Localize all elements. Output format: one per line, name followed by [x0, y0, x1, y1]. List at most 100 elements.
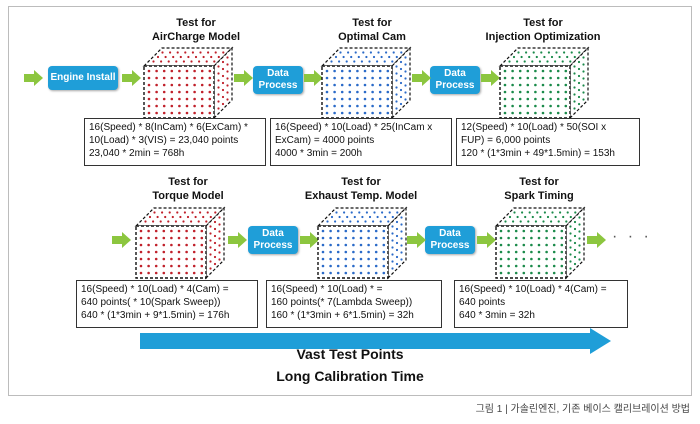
test-point	[552, 229, 556, 233]
test-point	[162, 90, 166, 94]
test-point	[325, 69, 329, 73]
test-point	[217, 55, 220, 59]
test-point	[344, 236, 348, 240]
test-point	[356, 76, 359, 80]
test-point	[507, 257, 510, 261]
test-point	[391, 239, 394, 242]
test-point	[530, 236, 533, 240]
test-point	[172, 55, 175, 59]
test-point	[344, 271, 348, 275]
test-point	[534, 69, 537, 73]
test-point	[178, 90, 181, 94]
test-point	[526, 76, 530, 80]
test-points-cube	[134, 206, 226, 280]
test-point	[518, 90, 522, 94]
test-point	[217, 79, 220, 82]
test-point	[333, 111, 336, 115]
test-point	[343, 211, 346, 214]
test-point	[178, 104, 181, 108]
test-point	[578, 251, 581, 254]
test-point	[155, 97, 158, 101]
test-point	[569, 225, 572, 228]
test-point	[395, 262, 399, 266]
test-point	[577, 67, 581, 71]
test-point	[546, 215, 550, 219]
test-point	[162, 243, 166, 247]
test-point	[218, 251, 221, 254]
test-point	[329, 229, 332, 233]
test-point	[217, 65, 220, 68]
test-point	[503, 97, 507, 101]
test-point	[537, 264, 541, 268]
test-point	[179, 215, 182, 219]
test-point	[512, 220, 515, 223]
test-point	[177, 243, 181, 247]
test-point	[169, 51, 172, 54]
test-point	[391, 253, 394, 256]
test-point	[182, 60, 185, 63]
test-point	[154, 243, 158, 247]
test-point	[368, 215, 372, 219]
test-point	[217, 93, 220, 96]
test-point	[399, 81, 403, 85]
test-point	[395, 72, 398, 75]
test-point	[208, 76, 212, 80]
test-point	[546, 60, 549, 63]
figure-caption: 그림 1 | 가솔린엔진, 기존 베이스 캘리브레이션 방법	[475, 404, 690, 415]
test-point	[388, 55, 391, 59]
test-point	[577, 60, 581, 64]
test-point	[554, 60, 557, 63]
test-point	[208, 90, 212, 94]
test-point	[162, 76, 166, 80]
test-point	[541, 76, 545, 80]
test-point	[185, 97, 189, 101]
test-point	[159, 220, 162, 223]
test-point	[374, 271, 378, 275]
test-point	[340, 76, 344, 80]
test-point	[153, 211, 156, 214]
test-point	[570, 51, 573, 54]
test-point	[170, 69, 174, 73]
test-point	[359, 264, 363, 268]
calc-box-spark: 16(Speed) * 10(Load) * 4(Cam) =640 point…	[454, 280, 628, 328]
test-point	[329, 264, 332, 268]
test-point	[147, 236, 150, 240]
test-point	[344, 250, 348, 254]
test-point	[388, 211, 391, 214]
test-point	[503, 111, 507, 115]
test-point	[526, 83, 530, 87]
test-point	[330, 60, 333, 63]
test-point	[170, 90, 174, 94]
test-point	[514, 250, 518, 254]
test-point	[170, 264, 173, 268]
test-point	[374, 243, 378, 247]
test-point	[507, 229, 510, 233]
test-point	[221, 81, 225, 85]
test-point	[400, 251, 403, 254]
flow-arrow-icon	[481, 70, 500, 86]
test-point	[555, 51, 558, 54]
test-point	[213, 248, 217, 252]
test-point	[356, 111, 359, 115]
test-point	[344, 257, 348, 261]
test-point	[534, 104, 537, 108]
test-point	[573, 86, 576, 89]
test-point	[185, 76, 189, 80]
test-point	[154, 229, 158, 233]
test-point	[226, 84, 229, 87]
test-point	[336, 257, 340, 261]
test-point	[404, 84, 407, 87]
test-point	[554, 215, 557, 219]
test-point	[213, 234, 217, 238]
test-point	[537, 243, 541, 247]
test-point	[155, 69, 158, 73]
test-point	[170, 104, 174, 108]
test-point	[209, 215, 212, 219]
test-point	[161, 51, 164, 54]
test-point	[371, 104, 374, 108]
test-point	[160, 60, 163, 63]
test-point	[344, 243, 348, 247]
test-point	[508, 60, 511, 63]
